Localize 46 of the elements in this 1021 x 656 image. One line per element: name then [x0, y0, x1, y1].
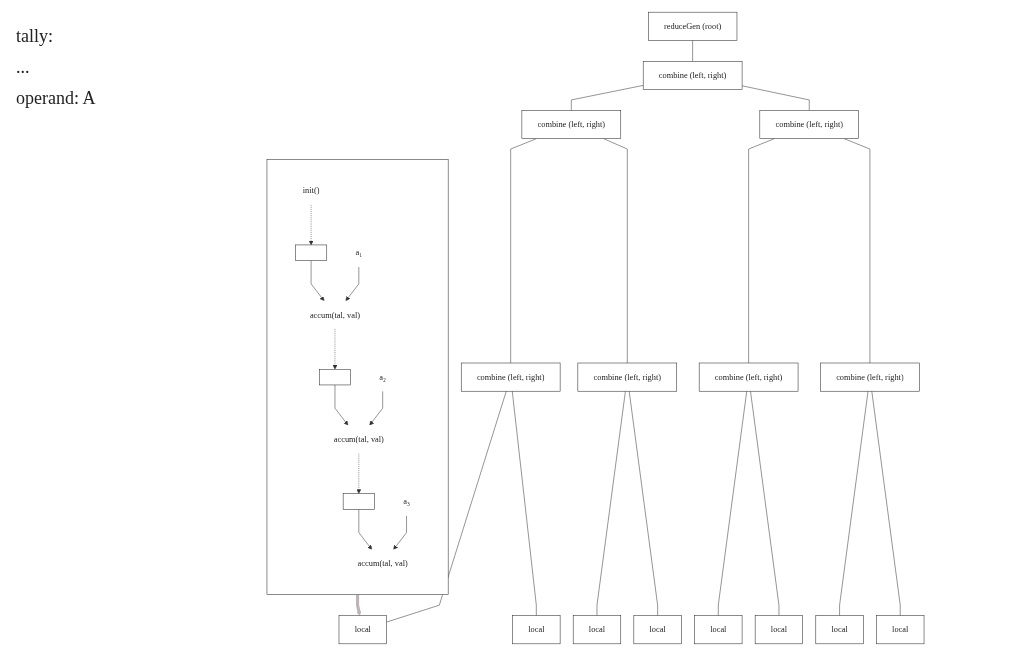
- node-box: combine (left, right): [759, 110, 859, 139]
- node-box: combine (left, right): [820, 362, 920, 392]
- text-label: ...: [16, 57, 31, 78]
- node-box: combine (left, right): [642, 61, 743, 90]
- connector: [741, 85, 810, 111]
- node-box: combine (left, right): [521, 110, 622, 139]
- connector: [386, 390, 507, 623]
- connector: [750, 390, 780, 616]
- node-box: local: [633, 615, 682, 645]
- node-text: accum(tal, val): [333, 434, 384, 444]
- connector: [628, 390, 658, 616]
- node-text: accum(tal, val): [309, 310, 361, 320]
- connector: [512, 390, 537, 616]
- connector: [692, 40, 693, 62]
- connector: [603, 138, 628, 364]
- node-box: combine (left, right): [460, 362, 561, 392]
- node-box: local: [876, 615, 925, 645]
- node-box: local: [512, 615, 561, 645]
- node-box: [342, 493, 375, 510]
- node-box: local: [338, 615, 387, 645]
- text-label: operand: A: [16, 88, 97, 109]
- node-text: a₁: [355, 248, 363, 257]
- connector: [748, 138, 775, 364]
- node-box: combine (left, right): [698, 362, 799, 392]
- node-text: a₂: [379, 372, 386, 382]
- text-label: tally:: [16, 26, 54, 47]
- node-box: local: [815, 615, 864, 645]
- connector: [871, 390, 901, 616]
- node-box: combine (left, right): [577, 362, 677, 392]
- node-box: local: [694, 615, 743, 645]
- connector: [839, 390, 869, 616]
- connector: [571, 85, 644, 111]
- node-box: reduceGen (root): [648, 11, 738, 41]
- node-box: local: [754, 615, 803, 645]
- node-text: accum(tal, val): [357, 558, 408, 568]
- node-text: init(): [302, 185, 320, 195]
- node-text: a₃: [403, 496, 410, 506]
- node-box: [295, 244, 328, 261]
- node-box: local: [572, 615, 622, 645]
- connector: [843, 138, 871, 364]
- connector: [510, 138, 537, 364]
- cluster: [266, 159, 449, 595]
- node-box: [319, 369, 351, 386]
- connector: [596, 390, 626, 616]
- connector: [718, 390, 747, 616]
- arrow: [356, 594, 362, 616]
